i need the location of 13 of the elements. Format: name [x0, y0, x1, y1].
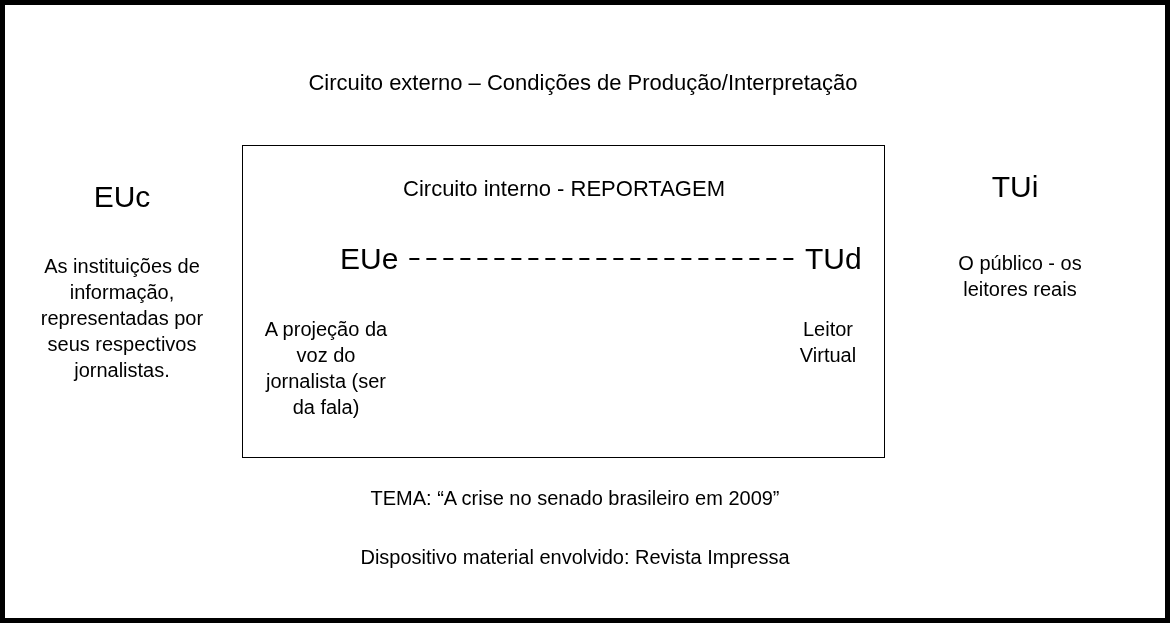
note-text: TEMA: “A crise no senado brasileiro em 2009”	[370, 487, 780, 510]
role-label: TUi	[991, 170, 1039, 204]
role-description: A projeção da voz do jornalista (ser da fala)	[263, 317, 389, 420]
role-label: EUe	[340, 242, 399, 276]
box-title: Circuito interno - REPORTAGEM	[403, 176, 725, 202]
role-label: EUc	[93, 180, 151, 214]
role-description: O público - os leitores reais	[957, 251, 1083, 302]
inner-circuit-box	[242, 145, 885, 458]
role-description: As instituições de informação, representadas por seus respectivos jornalistas.	[39, 254, 205, 383]
frame-title: Circuito externo – Condições de Produção/Interpretação	[308, 70, 858, 96]
role-description: Leitor Virtual	[798, 317, 858, 368]
note-text: Dispositivo material envolvido: Revista Impressa	[360, 546, 790, 569]
role-label: TUd	[805, 242, 862, 276]
